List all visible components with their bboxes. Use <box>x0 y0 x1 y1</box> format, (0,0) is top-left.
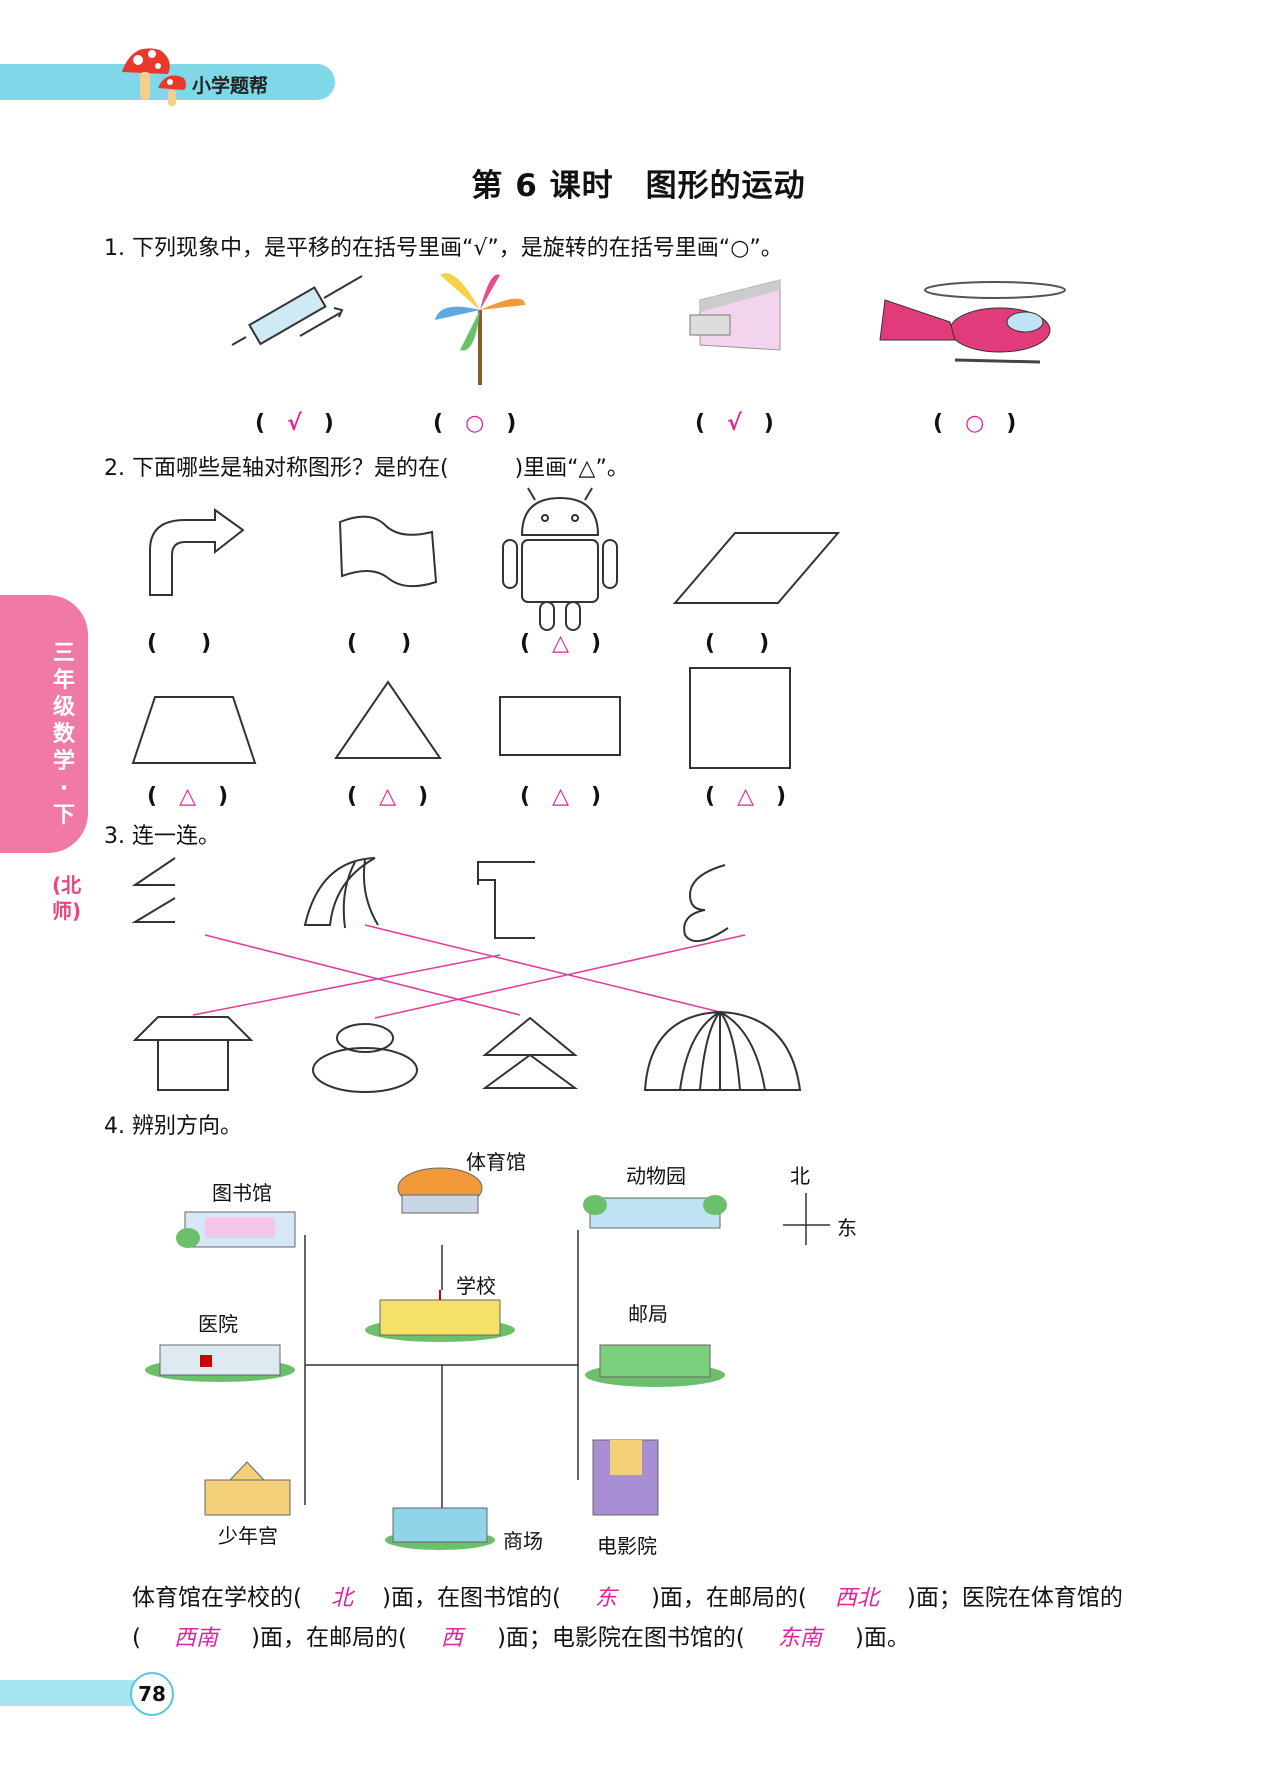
question-4-text: 4. 辨别方向。 <box>104 1114 242 1139</box>
half-shape-1 <box>131 857 176 923</box>
answer-sentence-line-2: (西南)面，在邮局的(西)面；电影院在图书馆的(东南)面。 <box>132 1618 910 1652</box>
answer-sentence-line-1: 体育馆在学校的(北)面，在图书馆的(东)面，在邮局的(西北)面；医院在体育馆的 <box>132 1578 1123 1612</box>
answer-blank-1[interactable]: 北 <box>330 1586 353 1611</box>
page-title: 第 6 课时 图形的运动 <box>471 168 806 204</box>
tree-shape <box>481 1016 579 1089</box>
triangle-shape <box>334 680 442 759</box>
question-3-text: 3. 连一连。 <box>104 824 220 849</box>
post-office-icon <box>585 1344 725 1387</box>
grade-label: 三年级数学·下 <box>52 641 75 828</box>
rectangle-shape <box>499 696 621 756</box>
q2-paren-5[interactable]: ( △ ) <box>147 784 229 809</box>
pinwheel-icon <box>435 273 525 385</box>
parallelogram-shape <box>672 532 841 604</box>
q2-paren-4[interactable]: ( ) <box>705 631 770 656</box>
q1-paren-1[interactable]: ( √ ) <box>255 411 334 436</box>
youth-palace-icon <box>204 1461 291 1516</box>
match-lines <box>192 924 746 1019</box>
hospital-icon <box>145 1344 295 1382</box>
trapezoid-shape <box>131 696 257 764</box>
compass-north-label: 北 <box>790 1164 810 1188</box>
drawer-icon <box>689 279 781 351</box>
q2-paren-3[interactable]: ( △ ) <box>520 631 602 656</box>
mall-label: 商场 <box>503 1529 543 1553</box>
mall-icon <box>385 1507 495 1550</box>
post-office-label: 邮局 <box>628 1302 668 1326</box>
square-shape <box>689 667 791 769</box>
stacked-ovals-shape <box>336 1023 394 1053</box>
gym-label: 体育馆 <box>466 1150 526 1174</box>
zoo-label: 动物园 <box>626 1164 686 1188</box>
question-1-text: 1. 下列现象中，是平移的在括号里画“√”，是旋转的在括号里画“○”。 <box>104 236 783 261</box>
library-label: 图书馆 <box>212 1181 272 1205</box>
q2-paren-6[interactable]: ( △ ) <box>347 784 429 809</box>
answer-blank-2[interactable]: 东 <box>594 1586 617 1611</box>
q1-paren-2[interactable]: ( ○ ) <box>433 411 517 436</box>
syringe-icon <box>231 275 363 346</box>
answer-blank-5[interactable]: 西 <box>440 1626 463 1651</box>
question-2-text: 2. 下面哪些是轴对称图形？是的在( )里画“△”。 <box>104 456 629 481</box>
footer-bar <box>0 1680 140 1706</box>
half-shape-2 <box>303 857 379 929</box>
half-shape-4 <box>683 864 729 943</box>
q1-paren-4[interactable]: ( ○ ) <box>933 411 1017 436</box>
umbrella-shape <box>643 1010 802 1091</box>
library-icon <box>176 1211 296 1248</box>
page-number: 78 <box>130 1672 174 1716</box>
hospital-label: 医院 <box>198 1312 238 1336</box>
arrow-shape <box>149 508 245 596</box>
compass-cross-icon <box>783 1193 830 1245</box>
cinema-icon <box>592 1439 659 1516</box>
half-shape-3 <box>477 861 535 939</box>
answer-blank-4[interactable]: 西南 <box>173 1626 218 1651</box>
edition-label: (北师) <box>52 873 82 923</box>
q2-paren-1[interactable]: ( ) <box>147 631 212 656</box>
q1-paren-3[interactable]: ( √ ) <box>695 411 774 436</box>
compass-east-label: 东 <box>837 1216 857 1240</box>
q2-paren-2[interactable]: ( ) <box>347 631 412 656</box>
answer-blank-3[interactable]: 西北 <box>834 1586 879 1611</box>
q2-paren-8[interactable]: ( △ ) <box>705 784 787 809</box>
school-label: 学校 <box>456 1274 496 1298</box>
cinema-label: 电影院 <box>597 1534 657 1558</box>
answer-blank-6[interactable]: 东南 <box>777 1626 822 1651</box>
wave-flag-shape <box>338 515 438 588</box>
house-shape <box>132 1016 254 1091</box>
youth-palace-label: 少年宫 <box>218 1524 278 1548</box>
zoo-icon <box>583 1195 727 1229</box>
q2-paren-7[interactable]: ( △ ) <box>520 784 602 809</box>
helicopter-icon <box>879 281 1066 364</box>
mushroom-logo-icon <box>118 40 198 110</box>
brand-label: 小学题帮 <box>192 75 269 97</box>
side-tab <box>0 595 88 853</box>
robot-shape <box>502 487 618 631</box>
